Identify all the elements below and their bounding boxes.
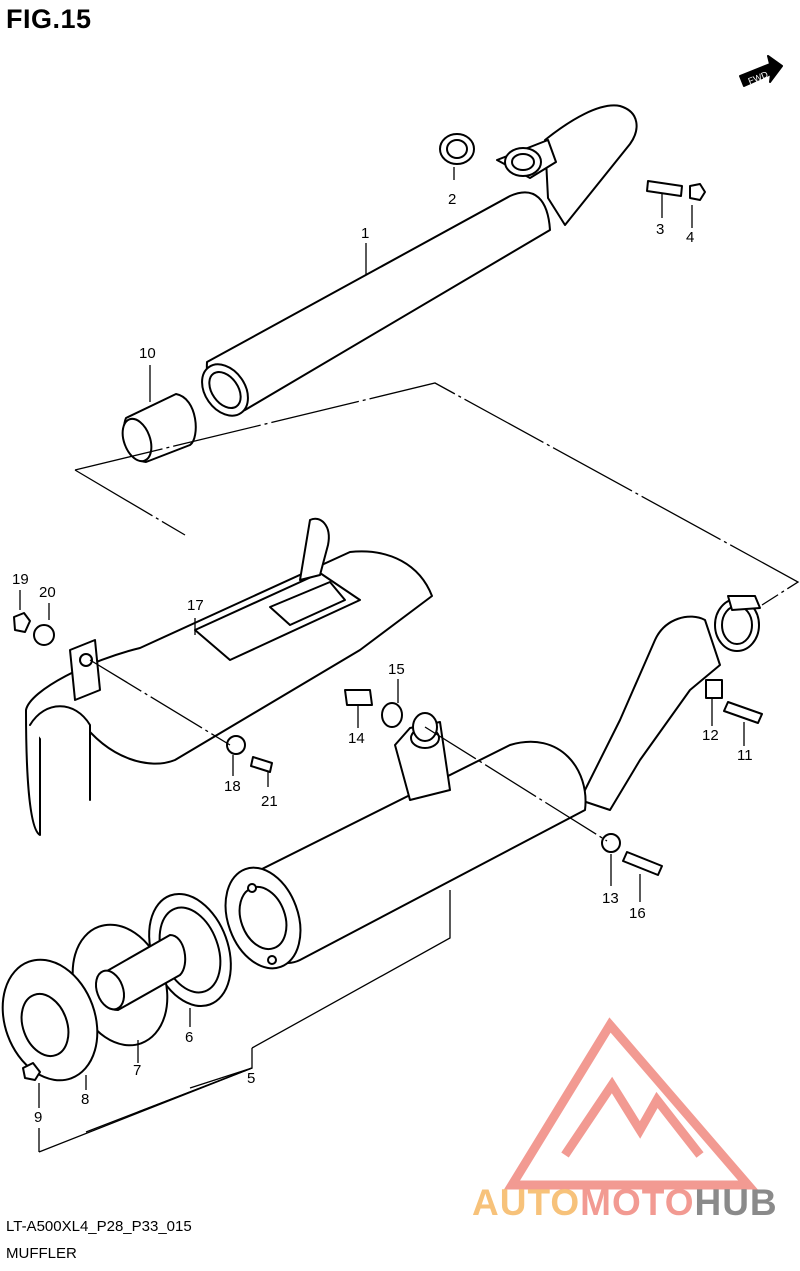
watermark-hub: HUB: [694, 1182, 778, 1223]
stud-bolt: [646, 180, 683, 197]
part-callout-6: 6: [185, 1029, 193, 1046]
part-callout-15: 15: [388, 661, 405, 678]
watermark-auto: AUTO: [472, 1182, 581, 1223]
pipe-clamp: [714, 595, 761, 652]
part-callout-4: 4: [686, 229, 694, 246]
figure-title: FIG.15: [6, 4, 92, 34]
washer-icon: [226, 735, 246, 755]
diagram-name: MUFFLER: [6, 1245, 77, 1262]
grommet-icon: [381, 702, 403, 728]
pipe-sleeve: [121, 393, 197, 463]
part-callout-21: 21: [261, 793, 278, 810]
leader-lines: [19, 167, 800, 1153]
fwd-badge: FWD: [739, 55, 783, 87]
part-callout-19: 19: [12, 571, 29, 588]
fwd-arrow-icon: [739, 55, 783, 87]
part-callout-14: 14: [348, 730, 365, 747]
part-callout-2: 2: [448, 191, 456, 208]
part-callout-7: 7: [133, 1062, 141, 1079]
part-callout-17: 17: [187, 597, 204, 614]
part-callout-3: 3: [656, 221, 664, 238]
exhaust-pipe: [201, 104, 638, 417]
muffler-body: [224, 615, 721, 970]
nut-icon: [13, 612, 31, 633]
bolt-icon: [250, 756, 273, 773]
nut-icon: [22, 1062, 41, 1081]
part-callout-1: 1: [361, 225, 369, 242]
washer-icon: [601, 833, 621, 853]
grommet-icon: [344, 689, 373, 706]
diagram-code: LT-A500XL4_P28_P33_015: [6, 1218, 192, 1235]
washer-icon: [33, 624, 55, 646]
part-callout-20: 20: [39, 584, 56, 601]
part-callout-8: 8: [81, 1091, 89, 1108]
nut-icon: [689, 183, 706, 201]
collar-icon: [705, 679, 723, 699]
part-callout-9: 9: [34, 1109, 42, 1126]
heat-shield: [25, 517, 433, 836]
part-callout-5: 5: [247, 1070, 255, 1087]
part-callout-16: 16: [629, 905, 646, 922]
watermark-logo-icon: [503, 1017, 758, 1190]
part-callout-18: 18: [224, 778, 241, 795]
watermark-moto: MOTO: [580, 1182, 695, 1223]
part-callout-10: 10: [139, 345, 156, 362]
part-callout-13: 13: [602, 890, 619, 907]
watermark-text: AUTOMOTOHUB: [472, 1182, 778, 1224]
bolt-icon: [723, 701, 763, 724]
part-callout-12: 12: [702, 727, 719, 744]
part-callout-11: 11: [737, 747, 753, 764]
bolt-icon: [622, 851, 663, 876]
gasket-ring: [439, 133, 475, 165]
end-cap-assembly: [1, 892, 232, 1082]
